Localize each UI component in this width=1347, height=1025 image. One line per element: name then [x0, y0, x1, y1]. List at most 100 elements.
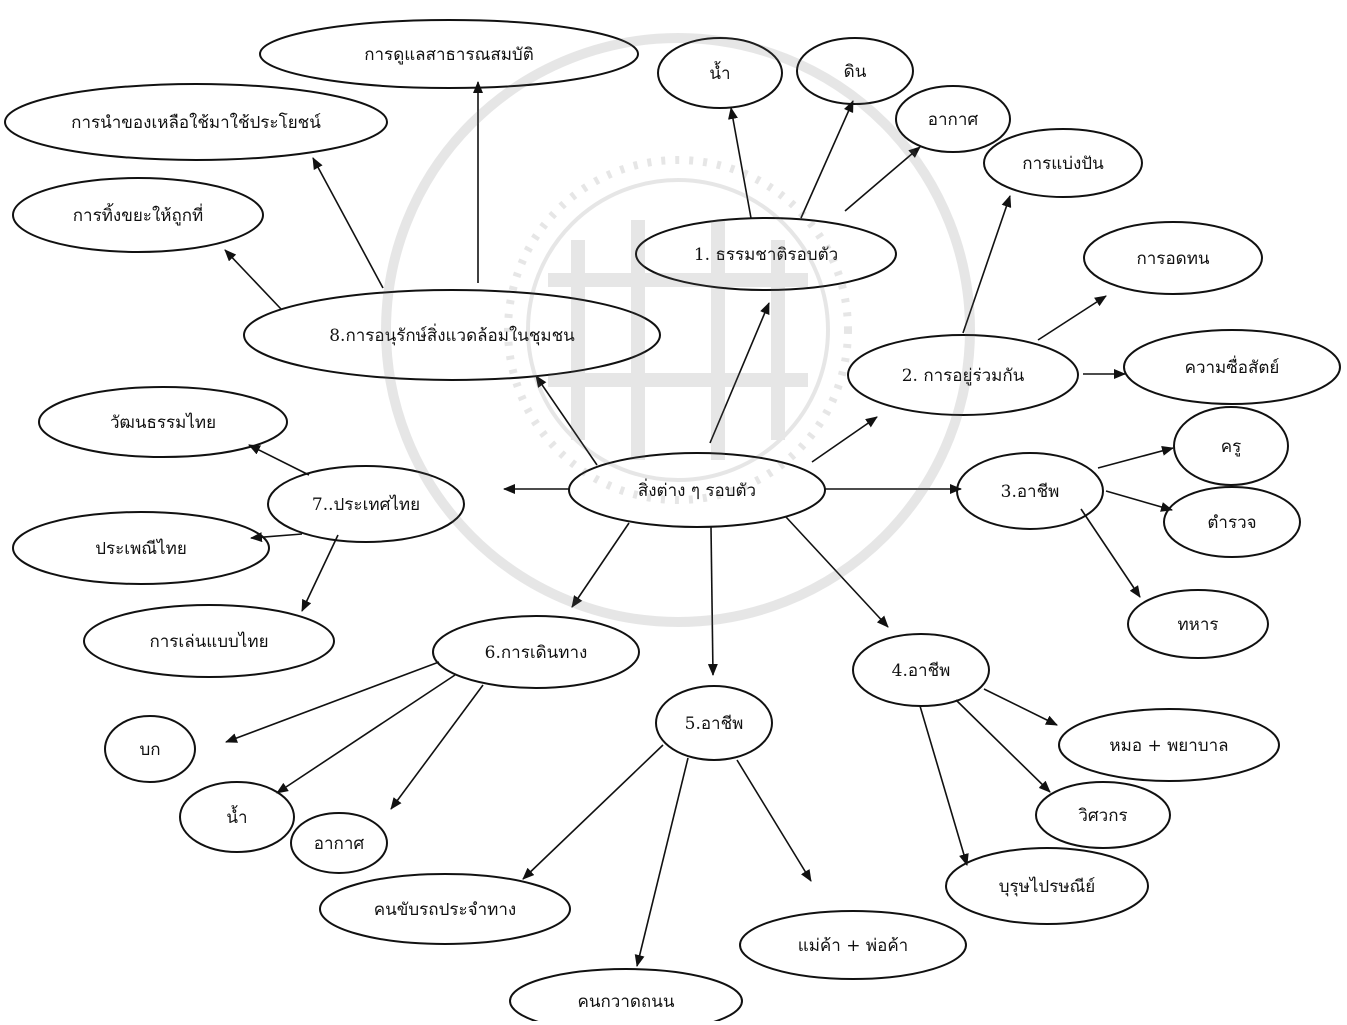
node-tradition: ประเพณีไทย [12, 511, 270, 585]
node-label: ทหาร [1177, 615, 1218, 635]
node-water2: น้ำ [179, 781, 295, 853]
arrow-n8-to-reuse [312, 157, 384, 289]
node-ellipse [179, 781, 295, 853]
node-ellipse [509, 968, 743, 1025]
node-center: สิ่งต่าง ๆ รอบตัว [568, 452, 826, 528]
node-ellipse [1173, 406, 1289, 486]
node-ellipse [945, 847, 1149, 925]
node-ellipse [852, 633, 990, 707]
node-teacher: ครู [1173, 406, 1289, 486]
arrow-n6-to-water2 [276, 674, 456, 794]
node-ellipse [847, 334, 1079, 416]
arrow-n4-to-postman [919, 705, 969, 866]
node-label: การนำของเหลือใช้มาใช้ประโยชน์ [71, 112, 321, 133]
arrow-n6-to-air2 [390, 684, 484, 810]
node-trash: การทิ้งขยะให้ถูกที่ [12, 177, 264, 253]
node-label: วัฒนธรรมไทย [110, 412, 216, 433]
node-label: 4.อาชีพ [892, 661, 951, 681]
arrow-n3-to-soldier [1080, 508, 1141, 598]
arrow-n8-to-trash [224, 249, 282, 310]
node-label: น้ำ [709, 61, 730, 84]
node-ellipse [1127, 589, 1269, 659]
node-water1: น้ำ [657, 37, 783, 109]
node-label: 3.อาชีพ [1001, 482, 1060, 502]
arrow-n3-to-teacher [1097, 446, 1174, 469]
node-label: บุรุษไปรษณีย์ [999, 876, 1096, 897]
arrow-n5-to-merchant [736, 759, 812, 882]
node-ellipse [739, 910, 967, 980]
arrow-n5-to-busdriver [522, 744, 664, 880]
node-n5: 5.อาชีพ [655, 685, 773, 761]
node-ellipse [796, 37, 914, 105]
node-label: อากาศ [314, 834, 365, 854]
node-n7: 7..ประเทศไทย [267, 465, 465, 543]
node-merchant: แม่ค้า + พ่อค้า [739, 910, 967, 980]
arrow-n2-to-patience [1037, 295, 1107, 341]
arrow-center-to-n2 [811, 416, 878, 463]
node-share: การแบ่งปัน [983, 128, 1143, 198]
arrow-n1-to-water1 [728, 107, 752, 219]
node-soldier: ทหาร [1127, 589, 1269, 659]
node-label: 7..ประเทศไทย [312, 494, 420, 515]
node-label: วิศวกร [1078, 806, 1128, 826]
node-label: การดูแลสาธารณสมบัติ [364, 45, 534, 65]
node-busdriver: คนขับรถประจำทาง [319, 873, 571, 945]
node-label: การอดทน [1136, 249, 1209, 269]
node-label: 5.อาชีพ [685, 714, 744, 734]
node-ellipse [635, 217, 897, 291]
node-label: การเล่นแบบไทย [149, 631, 268, 652]
node-reuse: การนำของเหลือใช้มาใช้ประโยชน์ [4, 83, 388, 161]
node-ellipse [1163, 486, 1301, 558]
node-n2: 2. การอยู่ร่วมกัน [847, 334, 1079, 416]
node-ellipse [38, 386, 288, 458]
arrow-center-to-n6 [571, 522, 630, 608]
node-ellipse [895, 85, 1011, 153]
node-ellipse [12, 177, 264, 253]
node-doctor: หมอ + พยาบาล [1058, 708, 1280, 782]
arrow-center-to-n4 [785, 516, 889, 628]
node-label: ครู [1221, 437, 1242, 457]
node-ellipse [956, 452, 1104, 530]
node-land: บก [104, 715, 196, 783]
node-label: 8.การอนุรักษ์สิ่งแวดล้อมในชุมชน [329, 323, 575, 346]
node-ellipse [243, 289, 661, 381]
node-label: ดิน [844, 62, 867, 82]
node-ellipse [83, 604, 335, 678]
node-n1: 1. ธรรมชาติรอบตัว [635, 217, 897, 291]
node-label: อากาศ [928, 110, 979, 130]
node-ellipse [568, 452, 826, 528]
arrow-center-to-n1 [709, 302, 770, 444]
node-ellipse [983, 128, 1143, 198]
node-postman: บุรุษไปรษณีย์ [945, 847, 1149, 925]
node-ellipse [1083, 221, 1263, 295]
node-label: คนขับรถประจำทาง [374, 900, 516, 920]
arrow-n4-to-doctor [983, 688, 1058, 726]
node-label: คนกวาดถนน [578, 992, 675, 1012]
node-ellipse [12, 511, 270, 585]
node-n3: 3.อาชีพ [956, 452, 1104, 530]
arrow-n2-to-share [962, 195, 1012, 334]
node-ellipse [655, 685, 773, 761]
node-public: การดูแลสาธารณสมบัติ [259, 19, 639, 89]
node-ellipse [259, 19, 639, 89]
arrow-n3-to-police [1105, 490, 1173, 512]
node-games: การเล่นแบบไทย [83, 604, 335, 678]
node-soil: ดิน [796, 37, 914, 105]
node-culture: วัฒนธรรมไทย [38, 386, 288, 458]
node-ellipse [104, 715, 196, 783]
node-label: 1. ธรรมชาติรอบตัว [694, 245, 838, 265]
node-label: ความซื่อสัตย์ [1185, 355, 1280, 378]
arrow-n7-to-tradition [250, 532, 303, 543]
node-engineer: วิศวกร [1035, 781, 1171, 849]
node-n4: 4.อาชีพ [852, 633, 990, 707]
arrow-n1-to-air1 [844, 146, 921, 212]
node-ellipse [267, 465, 465, 543]
arrow-n6-to-land [225, 661, 440, 743]
node-n6: 6.การเดินทาง [432, 615, 640, 689]
node-label: การทิ้งขยะให้ถูกที่ [73, 203, 204, 226]
arrow-n5-to-sweeper [634, 757, 689, 967]
node-patience: การอดทน [1083, 221, 1263, 295]
node-label: ประเพณีไทย [95, 538, 187, 559]
